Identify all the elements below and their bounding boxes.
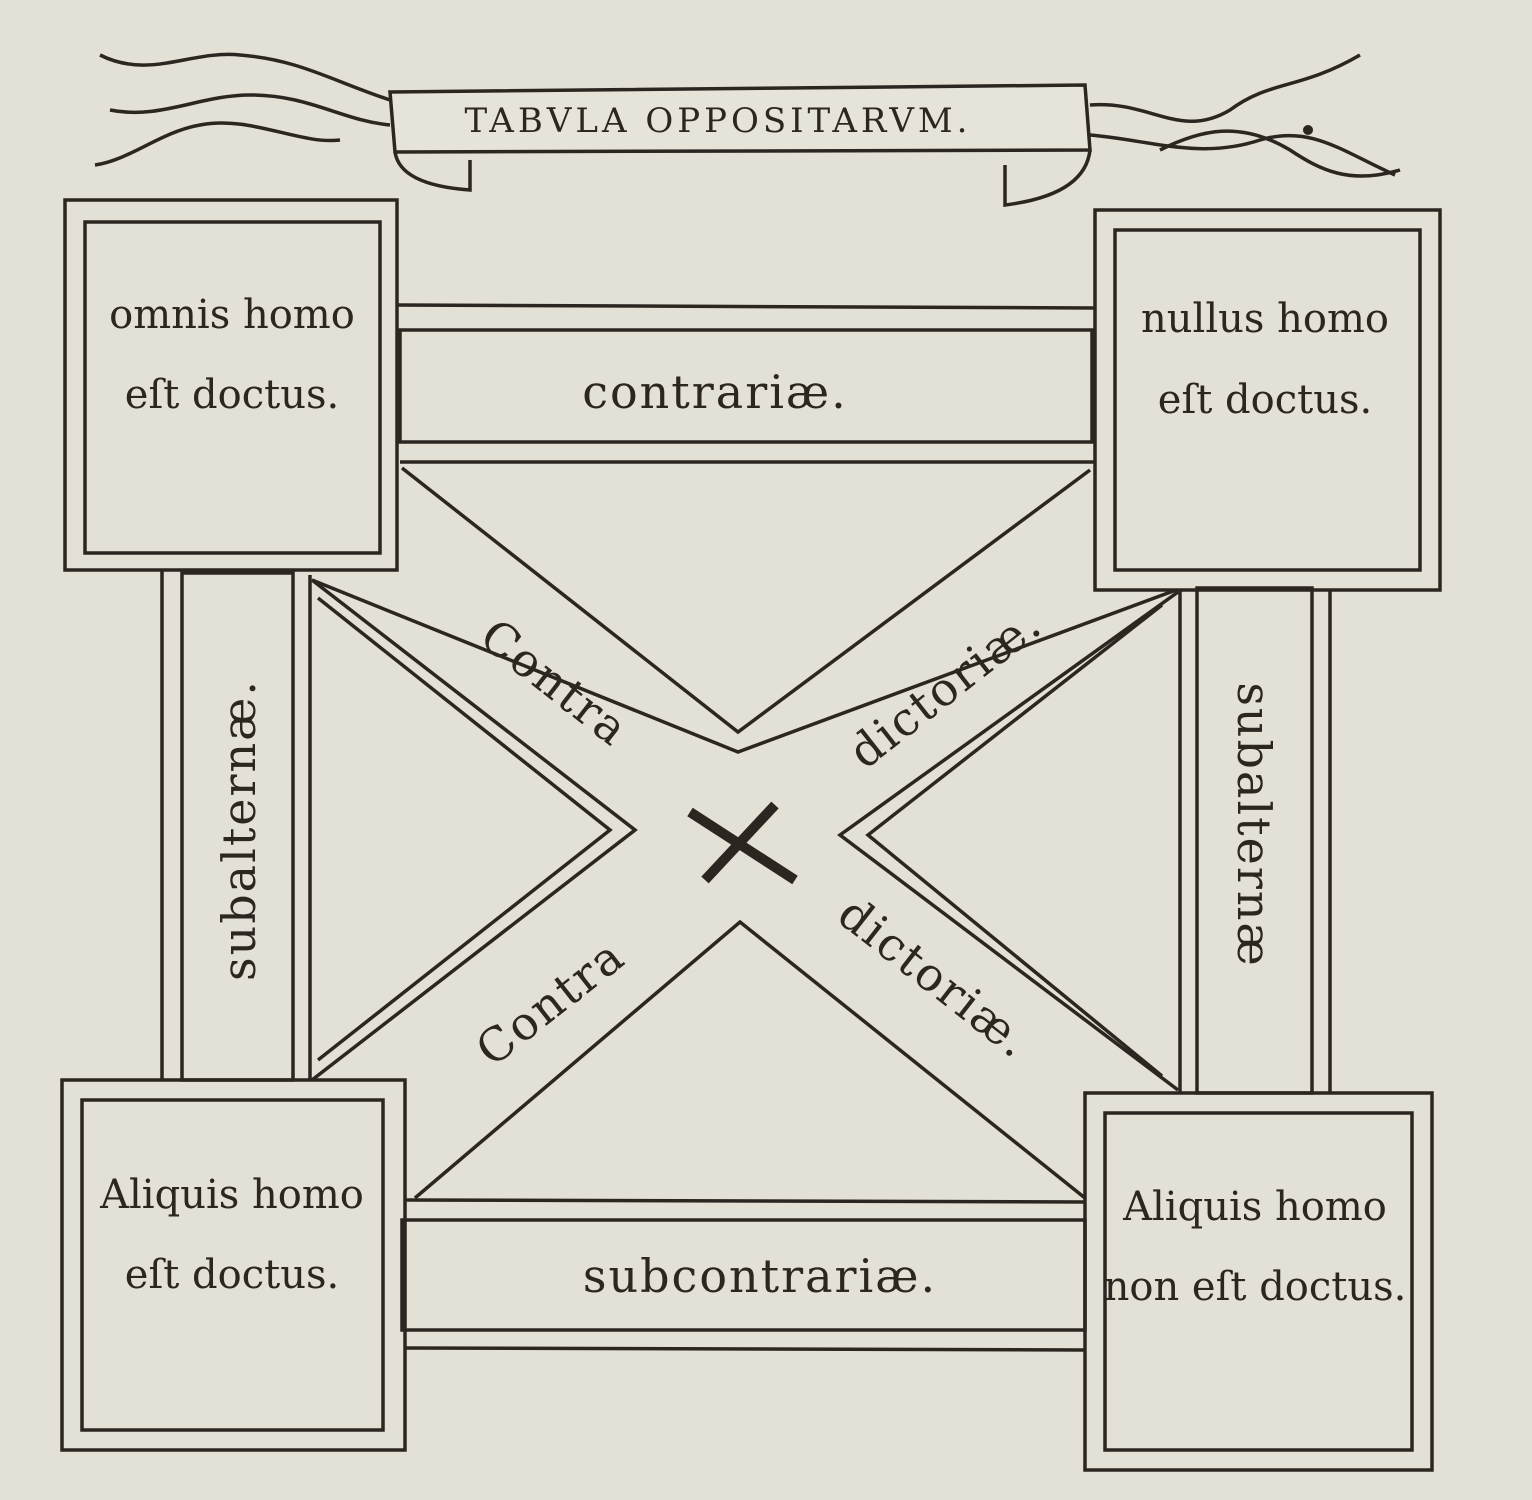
band-subcontrariae: subcontrariæ. <box>400 1218 1087 1352</box>
proposition-o-line2: non eſt doctus. <box>1104 1264 1407 1310</box>
label-contrariae: contrariæ. <box>582 365 848 419</box>
proposition-o-line1: Aliquis homo <box>1122 1184 1387 1230</box>
corner-box-bottom-right: Aliquis homo non eſt doctus. <box>1083 1091 1434 1472</box>
label-subcontrariae: subcontrariæ. <box>583 1249 937 1303</box>
label-contra-upper: Contra <box>470 608 639 757</box>
proposition-e-line1: nullus homo <box>1141 296 1389 342</box>
band-subalternae-left: subalternæ. <box>160 570 295 1082</box>
corner-box-top-left: omnis homo eſt doctus. <box>63 198 399 572</box>
proposition-a-line1: omnis homo <box>109 292 355 338</box>
title-banner: TABVLA OPPOSITARVM. <box>94 52 1401 207</box>
label-dictoriae-upper: dictoriæ. <box>838 596 1051 779</box>
contradictory-cross: Contra dictoriæ. Contra dictoriæ. <box>308 460 1182 1204</box>
band-contrariae: contrariæ. <box>396 303 1096 444</box>
proposition-i-line1: Aliquis homo <box>99 1172 364 1218</box>
proposition-i-line2: eſt doctus. <box>125 1252 339 1298</box>
label-dictoriae-lower: dictoriæ. <box>828 886 1041 1069</box>
label-subalternae-right: subalternæ <box>1227 682 1281 967</box>
label-subalternae-left: subalternæ. <box>212 679 266 981</box>
proposition-a-line2: eſt doctus. <box>125 372 339 418</box>
proposition-e-line2: eſt doctus. <box>1158 377 1372 423</box>
center-cross-mark <box>687 801 798 885</box>
band-subalternae-right: subalternæ <box>1195 586 1332 1095</box>
corner-box-bottom-left: Aliquis homo eſt doctus. <box>60 1078 407 1452</box>
label-contra-lower: Contra <box>466 928 635 1077</box>
title-text: TABVLA OPPOSITARVM. <box>464 101 971 141</box>
corner-box-top-right: nullus homo eſt doctus. <box>1093 208 1442 592</box>
